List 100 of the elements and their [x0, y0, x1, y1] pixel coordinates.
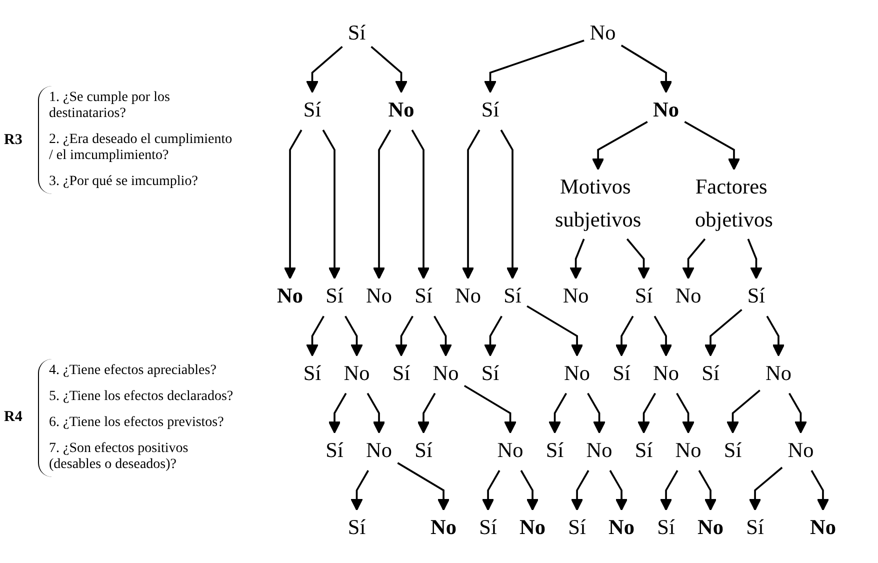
arrow — [322, 130, 341, 280]
question-text: 4. ¿Tiene efectos apreciables? — [49, 362, 218, 379]
node-text: Sí — [546, 440, 564, 463]
arrow — [482, 470, 500, 511]
arrow — [370, 46, 408, 94]
node-text: No — [590, 22, 616, 46]
arrow — [306, 316, 324, 356]
arrow — [464, 384, 516, 434]
arrow — [520, 470, 539, 511]
node-text: Sí — [568, 517, 586, 540]
node-text: Factores objetivos — [695, 176, 773, 232]
node-text: No — [344, 362, 370, 386]
node-text: No — [675, 440, 702, 463]
arrow — [654, 316, 672, 356]
node-text: No — [698, 517, 724, 540]
node-text: Sí — [392, 362, 410, 386]
arrow — [747, 238, 762, 280]
arrow — [810, 470, 830, 511]
arrow — [592, 121, 648, 170]
node-text: No — [562, 286, 589, 308]
arrow — [626, 238, 650, 280]
question-text: 6. ¿Tiene los efectos previstos? — [49, 414, 225, 431]
arrow — [526, 305, 584, 356]
arrow — [615, 316, 634, 356]
node-text: Sí — [634, 286, 653, 308]
arrow — [682, 238, 706, 280]
node-text: No — [432, 362, 459, 386]
node-text: Sí — [348, 517, 366, 540]
node-text: No — [497, 440, 524, 463]
arrow — [638, 392, 656, 434]
node-text: No — [430, 517, 457, 540]
arrow — [726, 390, 760, 434]
question-text: 1. ¿Se cumple por los destinatarios? — [49, 90, 171, 122]
node-text: Sí — [612, 362, 630, 386]
arrow — [484, 40, 584, 94]
arrow — [462, 130, 480, 280]
node-text: Sí — [326, 440, 344, 463]
arrow — [417, 392, 436, 434]
arrow — [284, 130, 302, 280]
arrow — [570, 238, 585, 280]
node-text: No — [455, 286, 481, 308]
node-text: Sí — [702, 362, 720, 386]
node-text: Sí — [303, 100, 322, 122]
node-text: No — [766, 362, 792, 386]
node-text: Sí — [634, 440, 653, 463]
decision-tree-diagram: Sí No Sí No Sí No Motivos subjetivos Factores objetivos No Sí No Sí No Sí No Sí No Sí Sí No Sí No Sí No Sí No Sí No Sí No Sí No Sí No Sí No Sí No Sí No Sí No Sí No Sí No Sí No — [239, 4, 874, 559]
node-text: No — [675, 286, 702, 308]
node-text: Sí — [747, 286, 766, 308]
arrow — [328, 392, 347, 434]
arrow — [609, 470, 628, 511]
node-text: No — [653, 100, 680, 122]
node-text: Sí — [326, 286, 344, 308]
arrow — [434, 316, 452, 356]
group-label: R4 — [4, 409, 24, 426]
arrow — [587, 392, 606, 434]
question-text: 7. ¿Son efectos positivos (desables o deseados)? — [49, 440, 190, 473]
node-text: No — [366, 440, 392, 463]
arrow — [548, 392, 567, 434]
node-text: Sí — [481, 100, 500, 122]
node-text: Sí — [657, 517, 675, 540]
node-text: Sí — [414, 286, 432, 308]
arrow — [704, 308, 742, 356]
arrow — [344, 316, 363, 356]
node-text: No — [388, 100, 414, 122]
arrow — [484, 316, 502, 356]
node-text: No — [520, 517, 546, 540]
arrow — [411, 130, 430, 280]
node-text: No — [608, 517, 635, 540]
group-label: R3 — [4, 132, 24, 149]
node-text: Sí — [303, 362, 322, 386]
node-text: No — [277, 286, 304, 308]
question-text: 3. ¿Por qué se imcumplio? — [49, 174, 199, 190]
arrow — [395, 316, 414, 356]
arrow — [500, 130, 519, 280]
node-text: Sí — [348, 22, 366, 46]
arrow — [676, 392, 694, 434]
node-text: No — [586, 440, 612, 463]
arrow — [372, 130, 392, 280]
node-text: No — [366, 286, 392, 308]
node-text: Sí — [479, 517, 497, 540]
question-text: 2. ¿Era deseado el cumplimiento / el imcumplimiento? — [49, 132, 234, 164]
arrow — [660, 470, 678, 511]
arrow — [570, 470, 590, 511]
node-text: Sí — [724, 440, 742, 463]
arrow — [366, 392, 386, 434]
node-text: Sí — [746, 517, 764, 540]
node-text: No — [788, 440, 814, 463]
node-text: Motivos subjetivos — [554, 176, 642, 232]
node-text: Sí — [504, 286, 522, 308]
arrow — [766, 316, 785, 356]
arrow — [788, 392, 807, 434]
arrow — [684, 121, 740, 170]
node-text: No — [653, 362, 680, 386]
arrow — [698, 470, 717, 511]
node-text: Sí — [481, 362, 500, 386]
node-text: No — [564, 362, 590, 386]
arrow — [306, 46, 343, 94]
arrow — [620, 44, 672, 94]
arrow — [350, 470, 369, 511]
node-text: No — [810, 517, 836, 540]
